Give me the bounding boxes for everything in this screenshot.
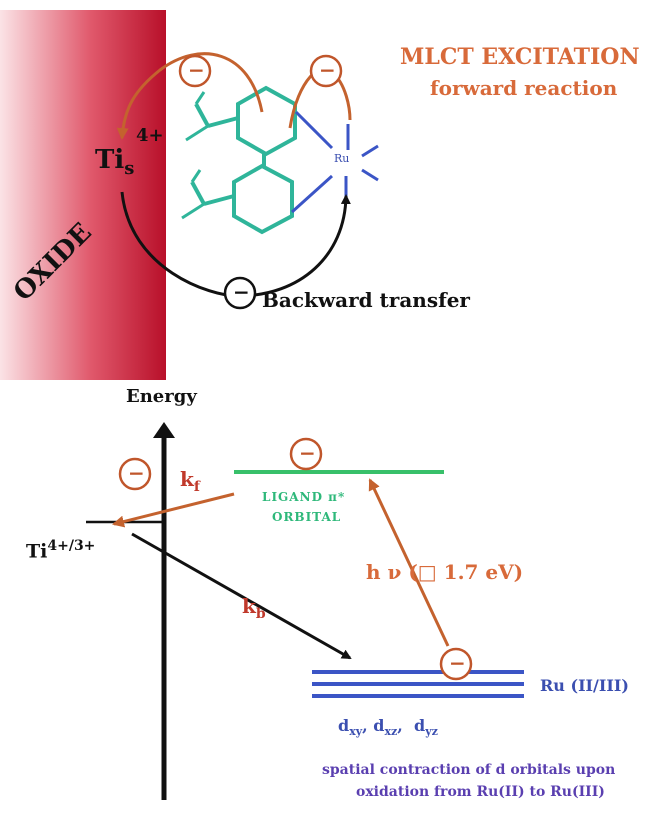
electron-kf (118, 457, 152, 491)
electron-minus-2: − (319, 58, 336, 82)
kf-label: kf (180, 467, 200, 495)
ti-level-superscript: 4+/3+ (47, 538, 96, 554)
electron-minus-5: − (299, 441, 316, 465)
backward-transfer-label: Backward transfer (262, 288, 470, 312)
electron-ru (439, 647, 473, 681)
ti-level-base: Ti (26, 540, 48, 563)
hv-arrow (368, 478, 450, 647)
electron-minus-3: − (233, 280, 250, 304)
title-mlct: MLCT EXCITATION (400, 44, 640, 70)
ti-level-label: Ti4+/3+ (26, 538, 95, 562)
d-xy-sub: xy (349, 725, 363, 739)
electron-minus-1: − (188, 58, 205, 82)
note-line2: oxidation from Ru(II) to Ru(III) (356, 784, 605, 800)
electron-backward (223, 276, 257, 310)
ti-surface-subscript: s (124, 158, 135, 180)
electron-ligand (289, 437, 323, 471)
d-xy-base: d (338, 716, 350, 735)
ru-coordination (290, 110, 379, 214)
ru-center-label: Ru (334, 152, 350, 165)
d-yz-base: d (414, 716, 426, 735)
ru-level-label: Ru (II/III) (540, 676, 629, 695)
ti-surface-label: Tis (95, 145, 134, 179)
kb-base: k (242, 594, 256, 618)
oxide-slab (0, 10, 166, 380)
ti-surface-superscript: 4+ (136, 125, 164, 146)
d-xz-base: d (373, 716, 385, 735)
hv-label: h ν (□ 1.7 eV) (366, 560, 524, 584)
d-orbitals-label: dxy, dxz, dyz (338, 716, 438, 739)
electron-top-right (309, 54, 343, 88)
kb-subscript: b (255, 606, 266, 622)
d-xz-sub: xz (384, 725, 398, 739)
ti-surface-base: Ti (95, 145, 125, 175)
electron-top-left (178, 54, 212, 88)
ligand-molecule (181, 85, 297, 235)
kb-arrow (131, 532, 352, 660)
electron-minus-4: − (128, 461, 145, 485)
ligand-label-line2: ORBITAL (272, 510, 342, 524)
kf-base: k (180, 467, 194, 491)
kf-subscript: f (193, 479, 200, 495)
note-line1: spatial contraction of d orbitals upon (322, 762, 616, 778)
forward-arc-left (116, 52, 264, 140)
electron-minus-6: − (449, 651, 466, 675)
kf-arrow (112, 492, 235, 528)
ligand-label-line1: LIGAND π* (262, 490, 346, 504)
kb-label: kb (242, 594, 266, 622)
title-forward: forward reaction (430, 76, 618, 100)
energy-axis-label: Energy (126, 386, 197, 407)
electron-circles (118, 54, 473, 681)
d-yz-sub: yz (425, 725, 438, 739)
